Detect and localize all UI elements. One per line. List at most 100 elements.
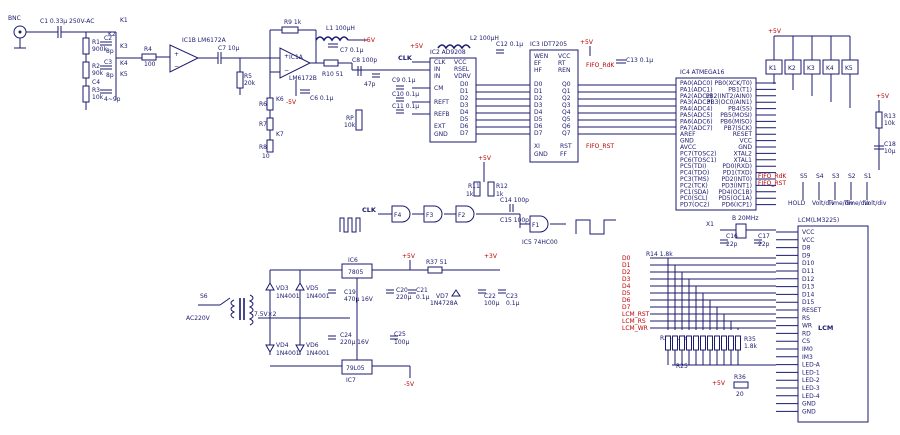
- relay-block: K1 K2 K3 K4 K5 +5V: [765, 28, 859, 108]
- mcu-left-pin: PC2(TCK): [680, 182, 708, 189]
- svg-text:+5V: +5V: [410, 43, 424, 50]
- svg-text:D2: D2: [534, 95, 543, 102]
- svg-text:R5: R5: [244, 73, 252, 80]
- svg-text:D2: D2: [622, 269, 631, 276]
- svg-text:C11 0.1μ: C11 0.1μ: [392, 103, 419, 110]
- svg-text:R13: R13: [884, 113, 896, 120]
- svg-text:C4: C4: [92, 79, 100, 86]
- svg-text:+5V: +5V: [768, 28, 782, 35]
- svg-text:VD5: VD5: [306, 285, 319, 292]
- svg-text:REN: REN: [558, 67, 570, 74]
- svg-text:CLK: CLK: [362, 206, 377, 214]
- svg-text:C2: C2: [104, 35, 112, 42]
- svg-text:FIFO_RST: FIFO_RST: [586, 143, 614, 150]
- svg-text:LCM_RST: LCM_RST: [622, 311, 650, 318]
- lcm-pin: WR: [802, 323, 812, 330]
- svg-text:REFT: REFT: [434, 99, 449, 106]
- mcu-left-pin: AVCC: [680, 144, 696, 151]
- mcu-right-pin: PB5(MOSI): [720, 112, 752, 119]
- svg-text:100: 100: [144, 61, 156, 68]
- svg-text:C19: C19: [344, 289, 356, 296]
- lcm-pin: D9: [802, 252, 811, 259]
- mcu-right-pin: GND: [738, 144, 752, 151]
- mcu-right-pin: XTAL2: [734, 150, 753, 157]
- c1-label: C1 0.33μ 250V-AC: [40, 18, 94, 25]
- svg-text:IC1A: IC1A: [289, 54, 304, 61]
- svg-text:HF: HF: [534, 67, 543, 74]
- mcu-left-pin: PA1(ADC1): [680, 86, 713, 93]
- svg-text:8p: 8p: [106, 72, 114, 79]
- lcm-pin: D12: [802, 276, 814, 283]
- svg-text:L1 100μH: L1 100μH: [326, 25, 355, 32]
- svg-text:1N4728A: 1N4728A: [430, 300, 459, 307]
- svg-text:GND: GND: [534, 151, 548, 158]
- svg-text:22p: 22p: [726, 241, 738, 248]
- svg-text:900k: 900k: [92, 46, 107, 53]
- svg-text:B 20MHz: B 20MHz: [732, 215, 759, 222]
- svg-text:C13 0.1μ: C13 0.1μ: [626, 57, 653, 64]
- svg-text:D4: D4: [460, 109, 469, 116]
- svg-text:+: +: [284, 53, 289, 60]
- svg-text:IC6: IC6: [348, 257, 358, 264]
- svg-text:D7: D7: [460, 130, 469, 137]
- svg-text:C7 10μ: C7 10μ: [218, 45, 240, 52]
- svg-text:D4: D4: [622, 283, 631, 290]
- svg-text:F1: F1: [532, 222, 539, 229]
- svg-text:R6: R6: [259, 101, 267, 108]
- svg-text:R1: R1: [92, 39, 100, 46]
- svg-text:IC2 AD9208: IC2 AD9208: [430, 49, 466, 56]
- svg-text:4~9p: 4~9p: [104, 96, 121, 103]
- svg-text:1k: 1k: [466, 191, 474, 198]
- svg-text:C15 100p: C15 100p: [500, 217, 529, 224]
- pullup-resistor: [693, 335, 699, 351]
- mcu-left-pin: PA0(ADC0): [680, 80, 713, 87]
- svg-text:R9 1k: R9 1k: [284, 19, 302, 26]
- svg-text:47p: 47p: [364, 81, 376, 88]
- svg-text:K1: K1: [120, 17, 128, 24]
- svg-text:L2 100μH: L2 100μH: [470, 35, 499, 42]
- svg-text:VCC: VCC: [454, 59, 466, 66]
- svg-text:FIFO_RdK: FIFO_RdK: [758, 173, 787, 180]
- svg-text:R3: R3: [92, 87, 100, 94]
- svg-text:F4: F4: [394, 212, 401, 219]
- mcu-left-pin: PD7(OC2): [680, 202, 709, 209]
- svg-text:RP: RP: [346, 115, 354, 122]
- svg-text:−: −: [174, 63, 179, 70]
- lcm-pin: D11: [802, 268, 814, 275]
- svg-text:C20: C20: [396, 287, 408, 294]
- lcm-pin: LED-A: [802, 362, 821, 369]
- svg-text:C14 100p: C14 100p: [500, 197, 529, 204]
- svg-text:D0: D0: [534, 81, 543, 88]
- mcu-left-pin: PA3(ADC3): [680, 99, 713, 106]
- svg-text:CLK: CLK: [398, 54, 413, 62]
- svg-text:C21: C21: [416, 287, 428, 294]
- mcu-right-pin: PD1(TXD): [723, 170, 752, 177]
- pullup-resistor: [707, 335, 713, 351]
- mcu-right-pin: PB6(MISO): [720, 118, 752, 125]
- svg-text:10: 10: [262, 153, 270, 160]
- svg-text:K4: K4: [826, 65, 834, 72]
- svg-text:FIFO_RST: FIFO_RST: [758, 180, 786, 187]
- svg-text:Time/div: Time/div: [827, 200, 854, 207]
- svg-text:-5V: -5V: [286, 99, 297, 106]
- svg-text:D6: D6: [534, 123, 543, 130]
- svg-text:D7: D7: [622, 304, 631, 311]
- svg-text:X1: X1: [706, 221, 714, 228]
- svg-text:R11: R11: [468, 183, 480, 190]
- ic3-body: [529, 49, 579, 163]
- lcm-pin: CS: [802, 338, 810, 345]
- svg-text:R2: R2: [92, 63, 100, 70]
- mcu-right-pin: PB7(SCK): [724, 125, 752, 132]
- svg-text:Volt/div: Volt/div: [864, 200, 887, 207]
- svg-text:EF: EF: [534, 60, 542, 67]
- svg-text:K5: K5: [845, 65, 853, 72]
- svg-text:WEN: WEN: [534, 53, 548, 60]
- svg-text:IC3 IDT7205: IC3 IDT7205: [530, 41, 567, 48]
- svg-text:IN: IN: [434, 73, 440, 80]
- svg-text:7.5V×2: 7.5V×2: [254, 311, 277, 318]
- svg-text:+: +: [174, 51, 179, 58]
- ic2-body: [429, 57, 477, 143]
- mcu-left-pin: PC5(TDI): [680, 163, 706, 170]
- mcu-right-pin: PB3(OC0/AIN1): [707, 99, 752, 106]
- svg-text:RST: RST: [560, 143, 572, 150]
